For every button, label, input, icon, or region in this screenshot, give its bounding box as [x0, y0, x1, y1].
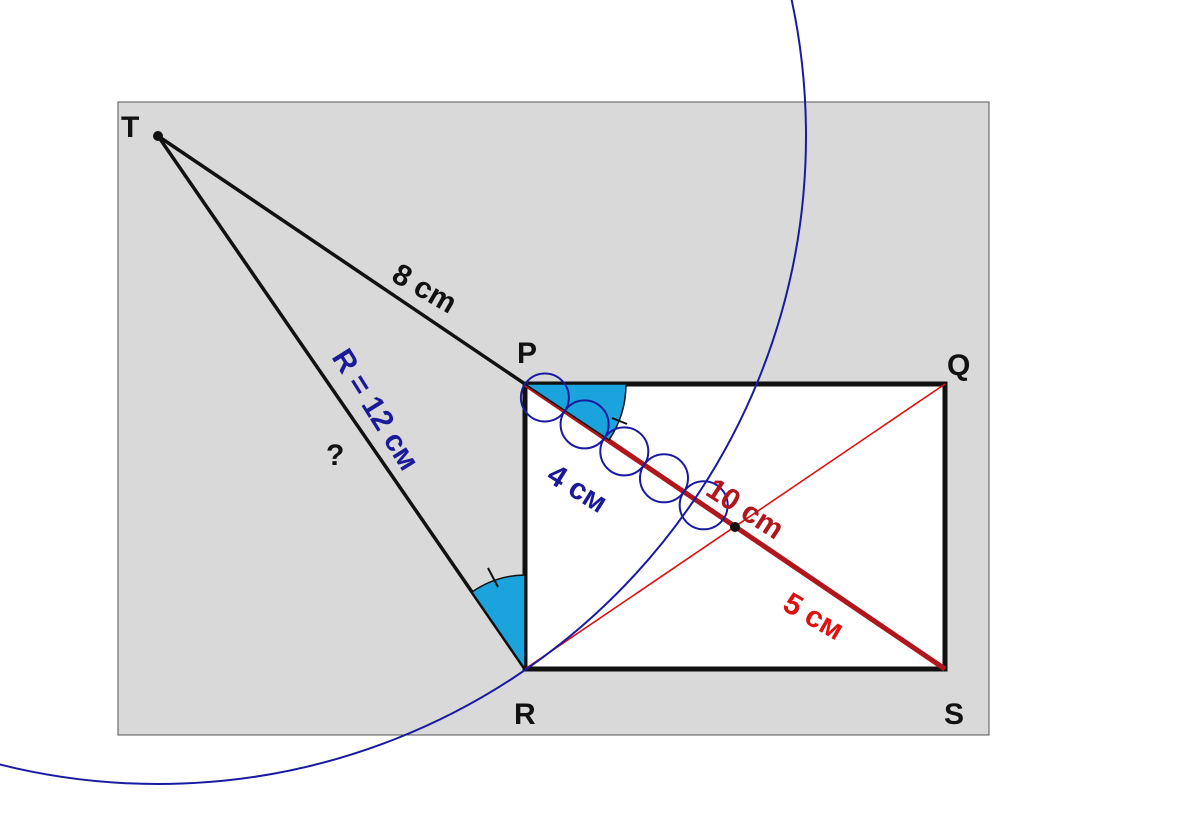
angle-tick-p: [611, 417, 628, 425]
vertex-label-r: R: [514, 698, 536, 731]
small-circle: [599, 426, 650, 477]
small-circle: [519, 372, 570, 423]
segment-tr: [156, 135, 527, 670]
small-circle: [559, 399, 610, 450]
label-tr-unknown: ?: [326, 439, 344, 472]
vertex-label-q: Q: [947, 349, 970, 382]
small-circle: [639, 453, 689, 504]
angle-mark-p: [522, 383, 627, 442]
point-t: [153, 131, 163, 141]
vertex-label-t: T: [121, 111, 139, 144]
vertex-label-p: P: [517, 337, 537, 370]
small-circles-group: [519, 372, 729, 531]
segment-tp: [157, 134, 526, 386]
angle-tick-r: [487, 567, 499, 588]
small-circle: [678, 480, 729, 531]
vertex-label-s: S: [944, 698, 964, 731]
radius-circle: [0, 0, 807, 785]
angle-mark-r: [470, 574, 526, 672]
point-center: [730, 522, 740, 532]
